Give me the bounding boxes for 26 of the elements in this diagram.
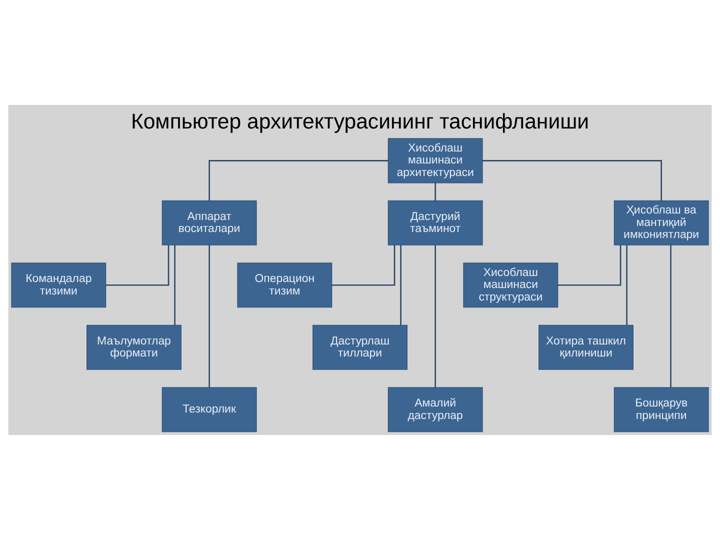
node-box: Бошқарув принципи xyxy=(614,387,709,432)
node-box: Аппарат воситалари xyxy=(162,200,257,246)
node-box: Ҳисоблаш ва мантиқий имкониятлари xyxy=(614,200,709,246)
connector xyxy=(208,160,388,201)
node-box: Хотира ташкил қилиниши xyxy=(538,324,634,370)
node-box: Командалар тизими xyxy=(11,262,106,308)
connector xyxy=(670,245,672,388)
connector xyxy=(174,245,176,326)
connector xyxy=(106,245,170,286)
node-box: Тезкорлик xyxy=(162,387,257,432)
connector xyxy=(482,160,662,201)
connector xyxy=(626,245,628,326)
node-box: Операцион тизим xyxy=(237,262,332,308)
connector xyxy=(434,182,436,201)
node-box: Дастурлаш тиллари xyxy=(312,324,408,370)
node-box: Хисоблаш машинаси архитектураси xyxy=(388,138,483,184)
connector xyxy=(400,245,402,326)
node-box: Хисоблаш машинаси структураси xyxy=(463,262,558,308)
connector xyxy=(208,245,210,388)
connector xyxy=(434,245,436,388)
node-box: Маълумотлар формати xyxy=(86,324,182,370)
node-box: Амалий дастурлар xyxy=(388,387,483,432)
node-box: Дастурий таъминот xyxy=(388,200,483,246)
diagram-title: Компьютер архитектурасининг таснифланиши xyxy=(130,110,590,134)
connector xyxy=(332,245,396,286)
connector xyxy=(558,245,622,286)
